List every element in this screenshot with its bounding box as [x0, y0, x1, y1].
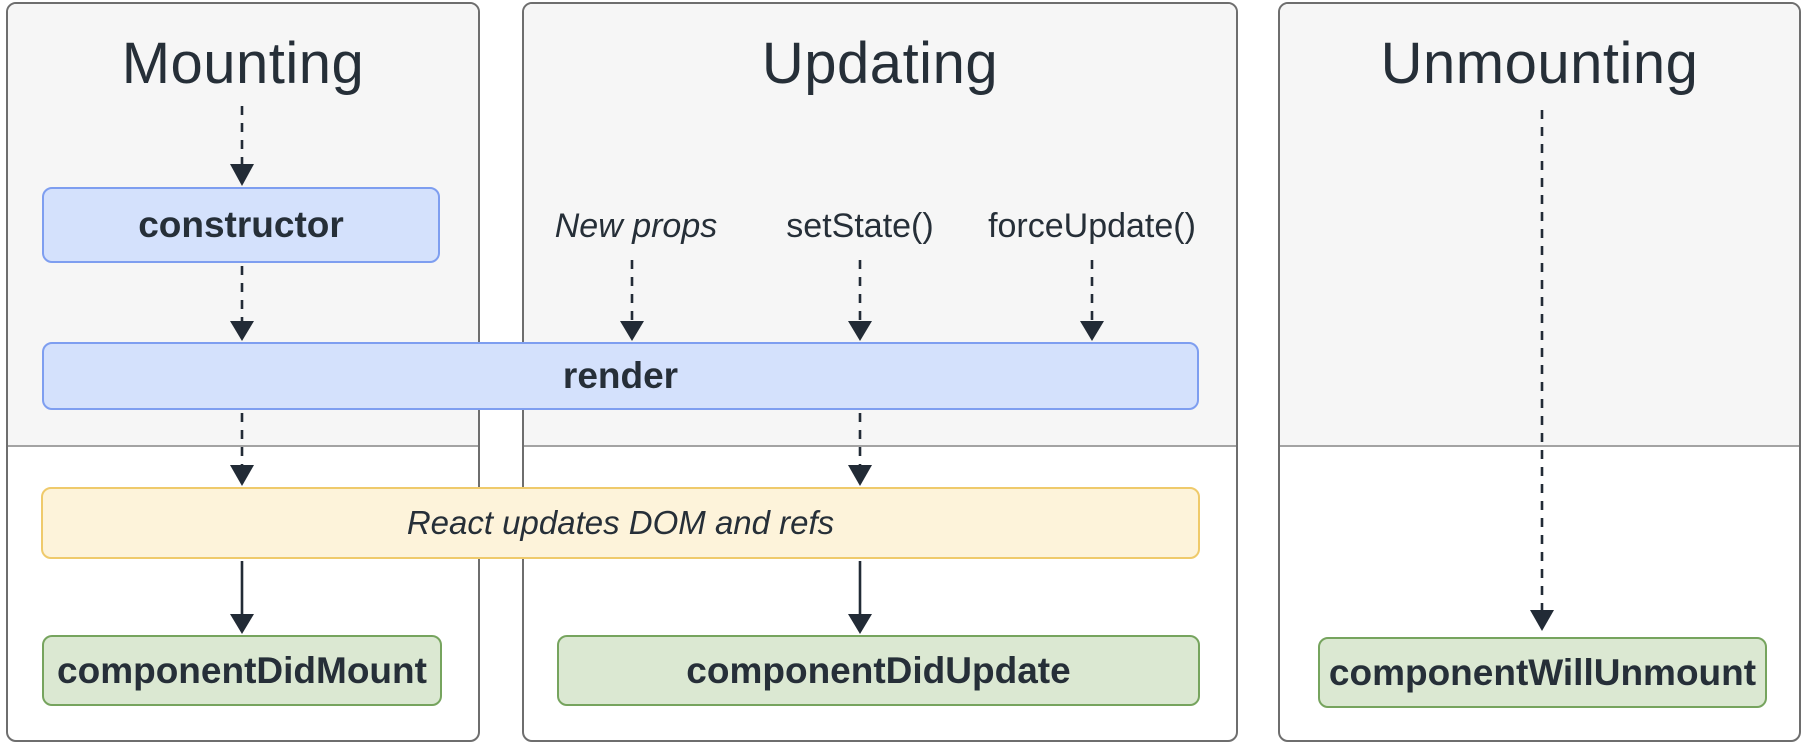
trigger-force-update: forceUpdate()	[988, 207, 1196, 245]
react-updates-dom-box: React updates DOM and refs	[41, 487, 1200, 559]
trigger-set-state: setState()	[786, 207, 934, 245]
constructor-box[interactable]: constructor	[42, 187, 440, 263]
mounting-title: Mounting	[121, 31, 365, 96]
unmounting-title: Unmounting	[1380, 31, 1699, 96]
component-will-unmount-label: componentWillUnmount	[1328, 651, 1757, 693]
updating-title: Updating	[761, 31, 999, 96]
component-did-update-box[interactable]: componentDidUpdate	[557, 635, 1200, 706]
trigger-new-props: New props	[554, 207, 718, 245]
unmounting-column-panel: Unmounting	[1278, 2, 1801, 742]
component-will-unmount-box[interactable]: componentWillUnmount	[1318, 637, 1767, 708]
render-label: render	[562, 355, 679, 396]
component-did-mount-box[interactable]: componentDidMount	[42, 635, 442, 706]
component-did-update-label: componentDidUpdate	[686, 649, 1071, 691]
render-box[interactable]: render	[42, 342, 1199, 410]
constructor-label: constructor	[138, 204, 344, 245]
react-updates-dom-label: React updates DOM and refs	[406, 504, 835, 541]
component-did-mount-label: componentDidMount	[57, 649, 427, 691]
unmounting-render-phase-region: Unmounting	[1280, 4, 1799, 447]
